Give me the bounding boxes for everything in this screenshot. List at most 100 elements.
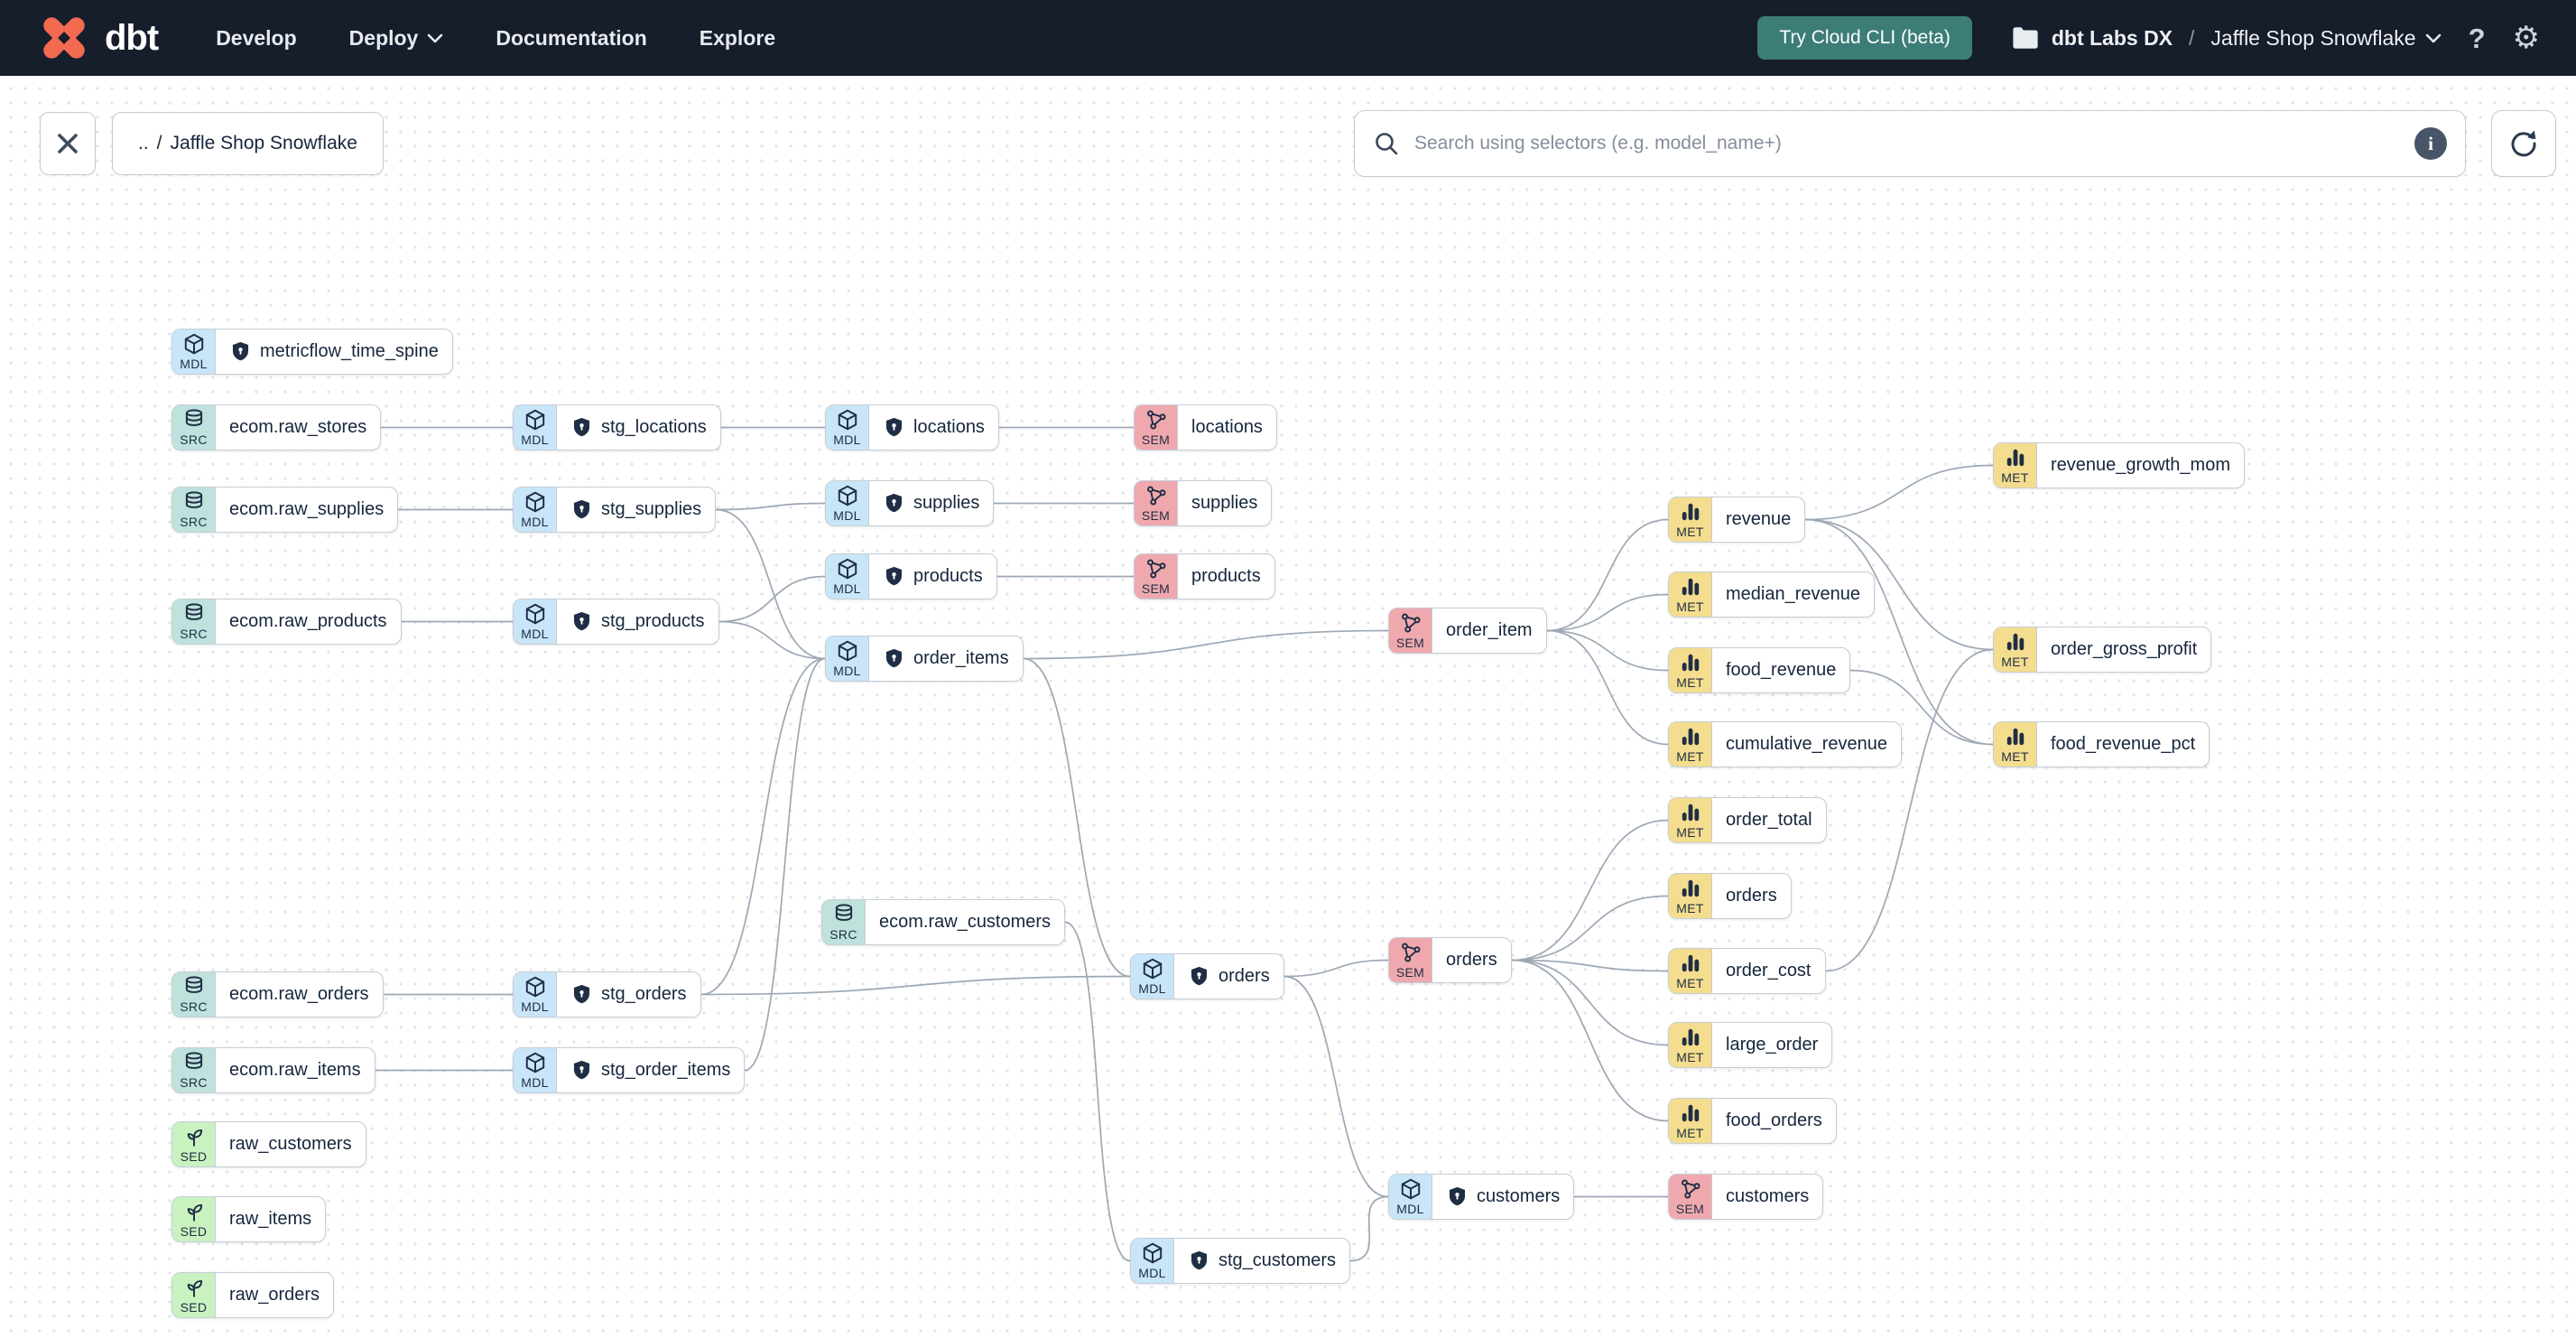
folder-icon (2013, 27, 2038, 49)
project-selector[interactable]: Jaffle Shop Snowflake (2210, 26, 2441, 51)
node-type-badge: SEM (1135, 554, 1178, 599)
node-type-label: SRC (829, 927, 857, 942)
node-raw_supplies[interactable]: SRC ecom.raw_supplies (171, 487, 399, 533)
chevron-down-icon (428, 33, 443, 43)
lineage-canvas[interactable]: MDL metricflow_time_spine SRC ecom.raw_s… (0, 76, 2576, 1338)
node-raw_orders_src[interactable]: SRC ecom.raw_orders (171, 971, 384, 1017)
node-type-badge: MET (1669, 1099, 1712, 1143)
node-order_cost[interactable]: MET order_cost (1668, 948, 1826, 994)
semantic-model-icon (1399, 941, 1422, 964)
node-type-label: MET (1676, 1126, 1704, 1140)
node-seed_items[interactable]: SED raw_items (171, 1196, 327, 1242)
try-cloud-cli-button[interactable]: Try Cloud CLI (beta) (1757, 16, 1972, 60)
node-orders_met[interactable]: MET orders (1668, 873, 1792, 919)
node-seed_orders[interactable]: SED raw_orders (171, 1272, 335, 1318)
node-stg_products[interactable]: MDL stg_products (513, 599, 719, 645)
nav-item-explore[interactable]: Explore (699, 25, 776, 50)
node-order_total[interactable]: MET order_total (1668, 797, 1827, 843)
edge-orders_mdl-to-orders_sem (1283, 959, 1389, 978)
account-name[interactable]: dbt Labs DX (2051, 25, 2173, 50)
cube-icon (836, 408, 859, 432)
edge-order_item_sem-to-revenue (1546, 518, 1669, 632)
cube-icon (524, 975, 547, 999)
node-food_revenue_pct[interactable]: MET food_revenue_pct (1993, 721, 2210, 767)
node-body: revenue (1712, 497, 1804, 542)
node-body: locations (869, 405, 998, 450)
node-customers_mdl[interactable]: MDL customers (1388, 1174, 1575, 1220)
node-type-label: SRC (180, 432, 208, 447)
node-orders_sem[interactable]: SEM orders (1388, 937, 1512, 983)
semantic-model-icon (1679, 1177, 1702, 1201)
node-body: order_cost (1712, 949, 1825, 993)
selector-search[interactable]: i (1354, 110, 2466, 177)
close-lineage-button[interactable] (40, 112, 96, 175)
node-type-label: MDL (1138, 981, 1166, 996)
node-cumulative_revenue[interactable]: MET cumulative_revenue (1668, 721, 1902, 767)
cube-icon (836, 639, 859, 663)
node-type-badge: MET (1669, 874, 1712, 918)
node-order_items[interactable]: MDL order_items (825, 636, 1024, 682)
node-revenue_growth_mom[interactable]: MET revenue_growth_mom (1993, 442, 2245, 488)
metric-icon (1679, 801, 1702, 824)
nav-item-develop[interactable]: Develop (216, 25, 297, 50)
node-products_sem[interactable]: SEM products (1134, 553, 1275, 599)
node-locations[interactable]: MDL locations (825, 404, 999, 451)
node-body: raw_items (216, 1197, 325, 1241)
node-supplies[interactable]: MDL supplies (825, 480, 995, 526)
node-raw_items_src[interactable]: SRC ecom.raw_items (171, 1047, 375, 1093)
node-type-badge: MET (1669, 497, 1712, 542)
edge-stg_products-to-order_items (718, 620, 826, 660)
cube-icon (1399, 1177, 1422, 1201)
node-orders_mdl[interactable]: MDL orders (1130, 953, 1284, 999)
node-food_revenue[interactable]: MET food_revenue (1668, 647, 1851, 693)
node-body: orders (1712, 874, 1791, 918)
node-body: order_items (869, 636, 1023, 681)
semantic-model-icon (1144, 484, 1168, 507)
node-type-label: MET (1676, 901, 1704, 915)
node-revenue[interactable]: MET revenue (1668, 497, 1806, 543)
node-label: ecom.raw_orders (229, 984, 369, 1004)
node-type-badge: MET (1669, 949, 1712, 993)
metric-icon (2004, 446, 2027, 469)
node-body: ecom.raw_products (216, 599, 401, 644)
node-products[interactable]: MDL products (825, 553, 997, 599)
node-label: median_revenue (1726, 584, 1860, 604)
node-stg_order_items[interactable]: MDL stg_order_items (513, 1047, 746, 1093)
lineage-breadcrumb[interactable]: .. / Jaffle Shop Snowflake (112, 112, 384, 175)
node-stg_supplies[interactable]: MDL stg_supplies (513, 487, 717, 533)
node-seed_customers[interactable]: SED raw_customers (171, 1121, 366, 1167)
node-large_order[interactable]: MET large_order (1668, 1022, 1833, 1068)
node-raw_stores[interactable]: SRC ecom.raw_stores (171, 404, 382, 451)
node-order_item_sem[interactable]: SEM order_item (1388, 608, 1547, 654)
node-label: products (1191, 566, 1261, 586)
edge-order_items-to-order_item_sem (1023, 629, 1389, 660)
nav-item-deploy[interactable]: Deploy (349, 26, 444, 51)
node-mfs[interactable]: MDL metricflow_time_spine (171, 329, 453, 375)
node-locations_sem[interactable]: SEM locations (1134, 404, 1277, 451)
node-stg_orders[interactable]: MDL stg_orders (513, 971, 701, 1017)
node-type-label: MET (1676, 599, 1704, 614)
gear-icon[interactable]: ⚙ (2512, 21, 2540, 55)
metric-icon (1679, 952, 1702, 975)
node-median_revenue[interactable]: MET median_revenue (1668, 571, 1875, 618)
node-food_orders[interactable]: MET food_orders (1668, 1098, 1837, 1144)
node-stg_locations[interactable]: MDL stg_locations (513, 404, 721, 451)
node-raw_products[interactable]: SRC ecom.raw_products (171, 599, 402, 645)
node-label: ecom.raw_products (229, 611, 387, 631)
refresh-button[interactable] (2491, 110, 2556, 177)
node-type-badge: SRC (172, 488, 216, 532)
node-supplies_sem[interactable]: SEM supplies (1134, 480, 1273, 526)
info-icon[interactable]: i (2414, 127, 2447, 160)
node-raw_customers_src[interactable]: SRC ecom.raw_customers (821, 899, 1066, 945)
dbt-logo[interactable]: dbt (36, 10, 159, 66)
help-icon[interactable]: ? (2468, 22, 2486, 54)
nav-item-documentation[interactable]: Documentation (496, 25, 647, 50)
node-body: food_revenue_pct (2037, 722, 2209, 767)
node-order_gross_profit[interactable]: MET order_gross_profit (1993, 627, 2212, 673)
node-type-badge: SRC (172, 972, 216, 1017)
node-customers_sem[interactable]: SEM customers (1668, 1174, 1824, 1220)
search-input[interactable] (1413, 132, 2402, 155)
node-stg_customers[interactable]: MDL stg_customers (1130, 1238, 1351, 1284)
breadcrumb-back[interactable]: .. (138, 133, 149, 153)
node-body: ecom.raw_items (216, 1048, 375, 1092)
